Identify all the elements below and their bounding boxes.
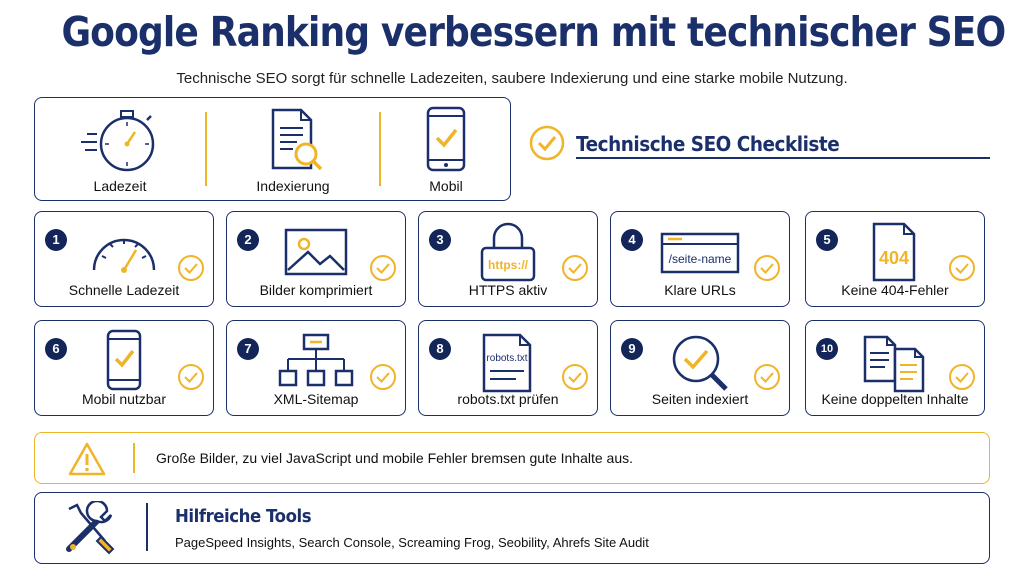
check-circle-icon: [178, 364, 204, 390]
smartphone-check-icon: [426, 106, 466, 172]
checklist-card-2: 2 Bilder komprimiert: [226, 211, 406, 307]
checklist-card-7: 7 XML-Sitemap: [226, 320, 406, 416]
checklist-heading: Technische SEO Checkliste: [528, 122, 990, 162]
step-number: 8: [429, 338, 451, 360]
overview-label: Ladezeit: [93, 178, 147, 194]
check-circle-icon: [949, 364, 975, 390]
check-circle-icon: [370, 255, 396, 281]
check-circle-icon: [754, 364, 780, 390]
card-label: robots.txt prüfen: [457, 391, 559, 407]
checklist-card-9: 9 Seiten indexiert: [610, 320, 790, 416]
check-circle-icon: [562, 255, 588, 281]
warning-banner: Große Bilder, zu viel JavaScript und mob…: [34, 432, 990, 484]
divider: [133, 443, 135, 473]
tools-icon: [66, 501, 115, 555]
check-circle-icon: [178, 255, 204, 281]
step-number: 6: [45, 338, 67, 360]
step-number: 2: [237, 229, 259, 251]
speedometer-icon: [92, 238, 156, 273]
card-label: Seiten indexiert: [651, 391, 749, 407]
check-circle-icon: [370, 364, 396, 390]
step-number: 4: [621, 229, 643, 251]
tools-panel: Hilfreiche Tools PageSpeed Insights, Sea…: [34, 492, 990, 564]
duplicate-docs-icon: [863, 335, 925, 393]
page-title: Google Ranking verbessern mit technische…: [61, 8, 1006, 56]
overview-item-ladezeit: Ladezeit: [35, 98, 205, 200]
warning-text: Große Bilder, zu viel JavaScript und mob…: [156, 450, 634, 466]
card-label: Bilder komprimiert: [259, 282, 373, 298]
checklist-title: Technische SEO Checkliste: [576, 132, 840, 156]
stopwatch-icon: [81, 110, 155, 172]
checklist-card-8: 8 robots.txt robots.txt prüfen: [418, 320, 598, 416]
error-404-icon: 404: [872, 222, 916, 282]
card-label: Keine 404-Fehler: [841, 282, 949, 298]
card-label: Mobil nutzbar: [81, 391, 167, 407]
lock-icon: https://: [480, 222, 536, 282]
checklist-card-6: 6 Mobil nutzbar: [34, 320, 214, 416]
checklist-card-1: 1 Schnelle Ladezeit: [34, 211, 214, 307]
divider: [379, 112, 381, 186]
overview-label: Indexierung: [256, 178, 330, 194]
check-circle-icon: [949, 255, 975, 281]
card-label: Keine doppelten Inhalte: [821, 391, 969, 407]
step-number: 7: [237, 338, 259, 360]
lock-icon-text: https://: [488, 258, 529, 272]
page-subtitle: Technische SEO sorgt für schnelle Ladeze…: [176, 70, 848, 87]
step-number: 10: [816, 338, 838, 360]
step-number: 9: [621, 338, 643, 360]
checklist-card-10: 10 Keine doppelten Inhalte: [805, 320, 985, 416]
card-label: HTTPS aktiv: [468, 282, 548, 298]
warning-triangle-icon: [68, 442, 106, 476]
robots-file-text: robots.txt: [486, 353, 527, 364]
robots-file-icon: robots.txt: [482, 333, 532, 393]
step-number: 1: [45, 229, 67, 251]
smartphone-check-icon: [106, 329, 142, 391]
card-label: Schnelle Ladezeit: [68, 282, 180, 298]
url-text: /seite-name: [669, 252, 732, 266]
checklist-card-3: 3 https:// HTTPS aktiv: [418, 211, 598, 307]
document-search-icon: [271, 108, 323, 171]
magnifier-check-icon: [672, 335, 728, 391]
card-label: Klare URLs: [664, 282, 736, 298]
image-icon: [284, 228, 348, 276]
card-label: XML-Sitemap: [273, 391, 359, 407]
check-circle-icon: [529, 125, 565, 161]
url-bar-icon: /seite-name: [660, 232, 740, 274]
overview-panel: Ladezeit Indexierung Mobil: [34, 97, 511, 201]
divider: [146, 503, 148, 551]
step-number: 3: [429, 229, 451, 251]
divider: [205, 112, 207, 186]
tools-list: PageSpeed Insights, Search Console, Scre…: [175, 535, 649, 550]
step-number: 5: [816, 229, 838, 251]
overview-item-indexierung: Indexierung: [207, 98, 379, 200]
checklist-card-5: 5 404 Keine 404-Fehler: [805, 211, 985, 307]
error-code: 404: [879, 248, 909, 268]
check-circle-icon: [562, 364, 588, 390]
sitemap-icon: [278, 333, 354, 387]
tools-title: Hilfreiche Tools: [175, 506, 312, 527]
check-circle-icon: [754, 255, 780, 281]
checklist-card-4: 4 /seite-name Klare URLs: [610, 211, 790, 307]
checklist-underline: [576, 157, 990, 159]
overview-item-mobil: Mobil: [381, 98, 511, 200]
overview-label: Mobil: [429, 178, 463, 194]
